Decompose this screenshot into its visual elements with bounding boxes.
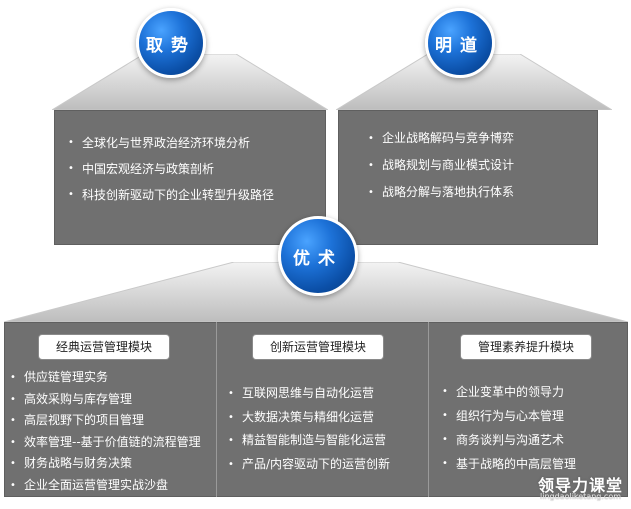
list-item: 产品/内容驱动下的运营创新: [228, 453, 390, 477]
column-divider: [428, 322, 429, 497]
list-item: 效率管理--基于价值链的流程管理: [10, 432, 201, 454]
watermark-url: lingdaoliketang.com: [540, 492, 621, 501]
circle-title: 取势: [146, 35, 196, 56]
circle-mingdao: 明道: [425, 8, 495, 78]
list-item: 基于战略的中高层管理: [442, 452, 576, 476]
list-item: 组织行为与心本管理: [442, 404, 576, 428]
module-label-literacy: 管理素养提升模块: [460, 334, 592, 360]
innovation-module-list: 互联网思维与自动化运营 大数据决策与精细化运营 精益智能制造与智能化运营 产品/…: [228, 382, 390, 476]
list-item: 互联网思维与自动化运营: [228, 382, 390, 406]
list-item: 战略规划与商业模式设计: [368, 152, 514, 179]
literacy-module-list: 企业变革中的领导力 组织行为与心本管理 商务谈判与沟通艺术 基于战略的中高层管理: [442, 380, 576, 476]
list-item: 供应链管理实务: [10, 367, 201, 389]
module-label-innovation: 创新运营管理模块: [252, 334, 384, 360]
module-label-classic: 经典运营管理模块: [38, 334, 170, 360]
list-item: 全球化与世界政治经济环境分析: [68, 130, 274, 156]
list-item: 高效采购与库存管理: [10, 389, 201, 411]
circle-title: 优术: [293, 248, 343, 269]
list-item: 企业战略解码与竞争博弈: [368, 125, 514, 152]
classic-module-list: 供应链管理实务 高效采购与库存管理 高层视野下的项目管理 效率管理--基于价值链…: [10, 367, 201, 497]
list-item: 战略分解与落地执行体系: [368, 179, 514, 206]
list-item: 科技创新驱动下的企业转型升级路径: [68, 182, 274, 208]
watermark-logo: 领导力课堂: [538, 476, 624, 495]
list-item: 商务谈判与沟通艺术: [442, 428, 576, 452]
list-item: 企业变革中的领导力: [442, 380, 576, 404]
list-item: 高层视野下的项目管理: [10, 410, 201, 432]
list-item: 中国宏观经济与政策剖析: [68, 156, 274, 182]
list-item: 大数据决策与精细化运营: [228, 406, 390, 430]
column-divider: [216, 322, 217, 497]
top-left-list: 全球化与世界政治经济环境分析 中国宏观经济与政策剖析 科技创新驱动下的企业转型升…: [68, 130, 274, 208]
circle-qushi: 取势: [136, 8, 206, 78]
circle-youshu: 优术: [278, 216, 358, 296]
top-right-roof: [336, 54, 612, 110]
top-left-roof: [52, 54, 328, 110]
list-item: 财务战略与财务决策: [10, 453, 201, 475]
top-right-list: 企业战略解码与竞争博弈 战略规划与商业模式设计 战略分解与落地执行体系: [368, 125, 514, 206]
circle-title: 明道: [435, 35, 485, 56]
list-item: 精益智能制造与智能化运营: [228, 429, 390, 453]
list-item: 企业全面运营管理实战沙盘: [10, 475, 201, 497]
